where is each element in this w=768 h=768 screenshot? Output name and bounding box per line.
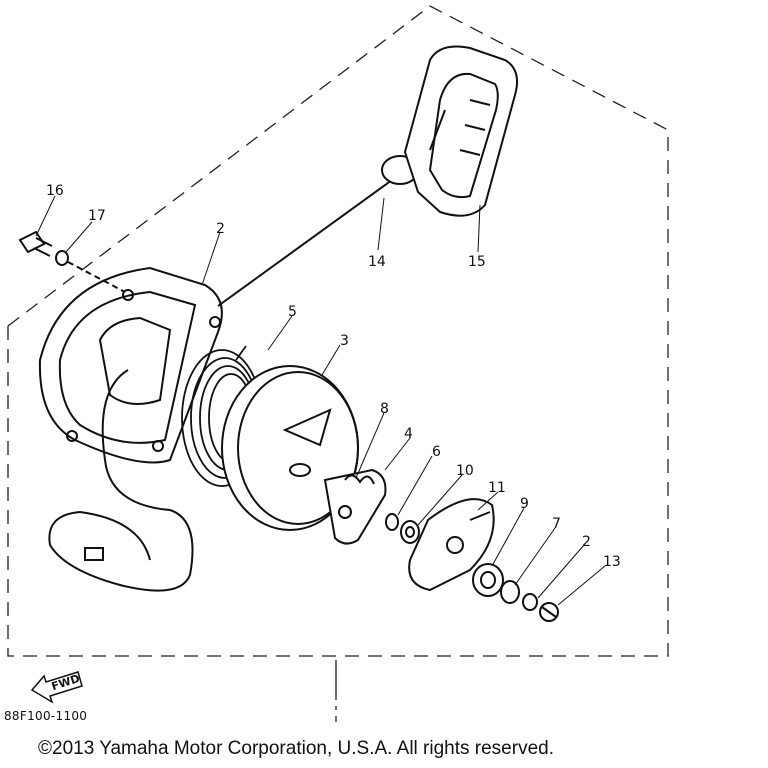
callouts: 2 3 5 4 8 6 10 11 9 7 2 13 14 15 16 17 — [46, 183, 621, 570]
diagram-code: 88F100-1100 — [4, 709, 88, 723]
pawl — [323, 468, 387, 545]
starter-handle — [381, 45, 518, 217]
callout-15: 15 — [468, 254, 486, 270]
callout-4: 4 — [404, 426, 413, 442]
callout-2-nut: 2 — [582, 534, 591, 550]
fwd-arrow-icon: FWD — [30, 671, 83, 704]
callout-11: 11 — [488, 480, 506, 496]
starter-case — [38, 266, 223, 464]
starter-rope — [217, 179, 393, 307]
washers-and-nut — [472, 563, 559, 622]
bolt-and-washer — [18, 230, 126, 293]
callout-7: 7 — [552, 516, 561, 532]
callout-2-case: 2 — [216, 221, 225, 237]
callout-8: 8 — [380, 401, 389, 417]
sheave-drum — [221, 365, 359, 531]
copyright-notice: ©2013 Yamaha Motor Corporation, U.S.A. A… — [38, 738, 554, 759]
callout-10: 10 — [456, 463, 474, 479]
callout-6: 6 — [432, 444, 441, 460]
callout-16: 16 — [46, 183, 64, 199]
callout-17: 17 — [88, 208, 106, 224]
lead-wire — [48, 369, 194, 592]
callout-13: 13 — [603, 554, 621, 570]
callout-14: 14 — [368, 254, 386, 270]
drive-plate — [408, 498, 495, 592]
callout-5: 5 — [288, 304, 297, 320]
callout-9: 9 — [520, 496, 529, 512]
pawl-spring-and-washer — [385, 513, 420, 544]
assembly-boundary — [7, 5, 669, 657]
leader-lines — [35, 195, 606, 606]
callout-3: 3 — [340, 333, 349, 349]
